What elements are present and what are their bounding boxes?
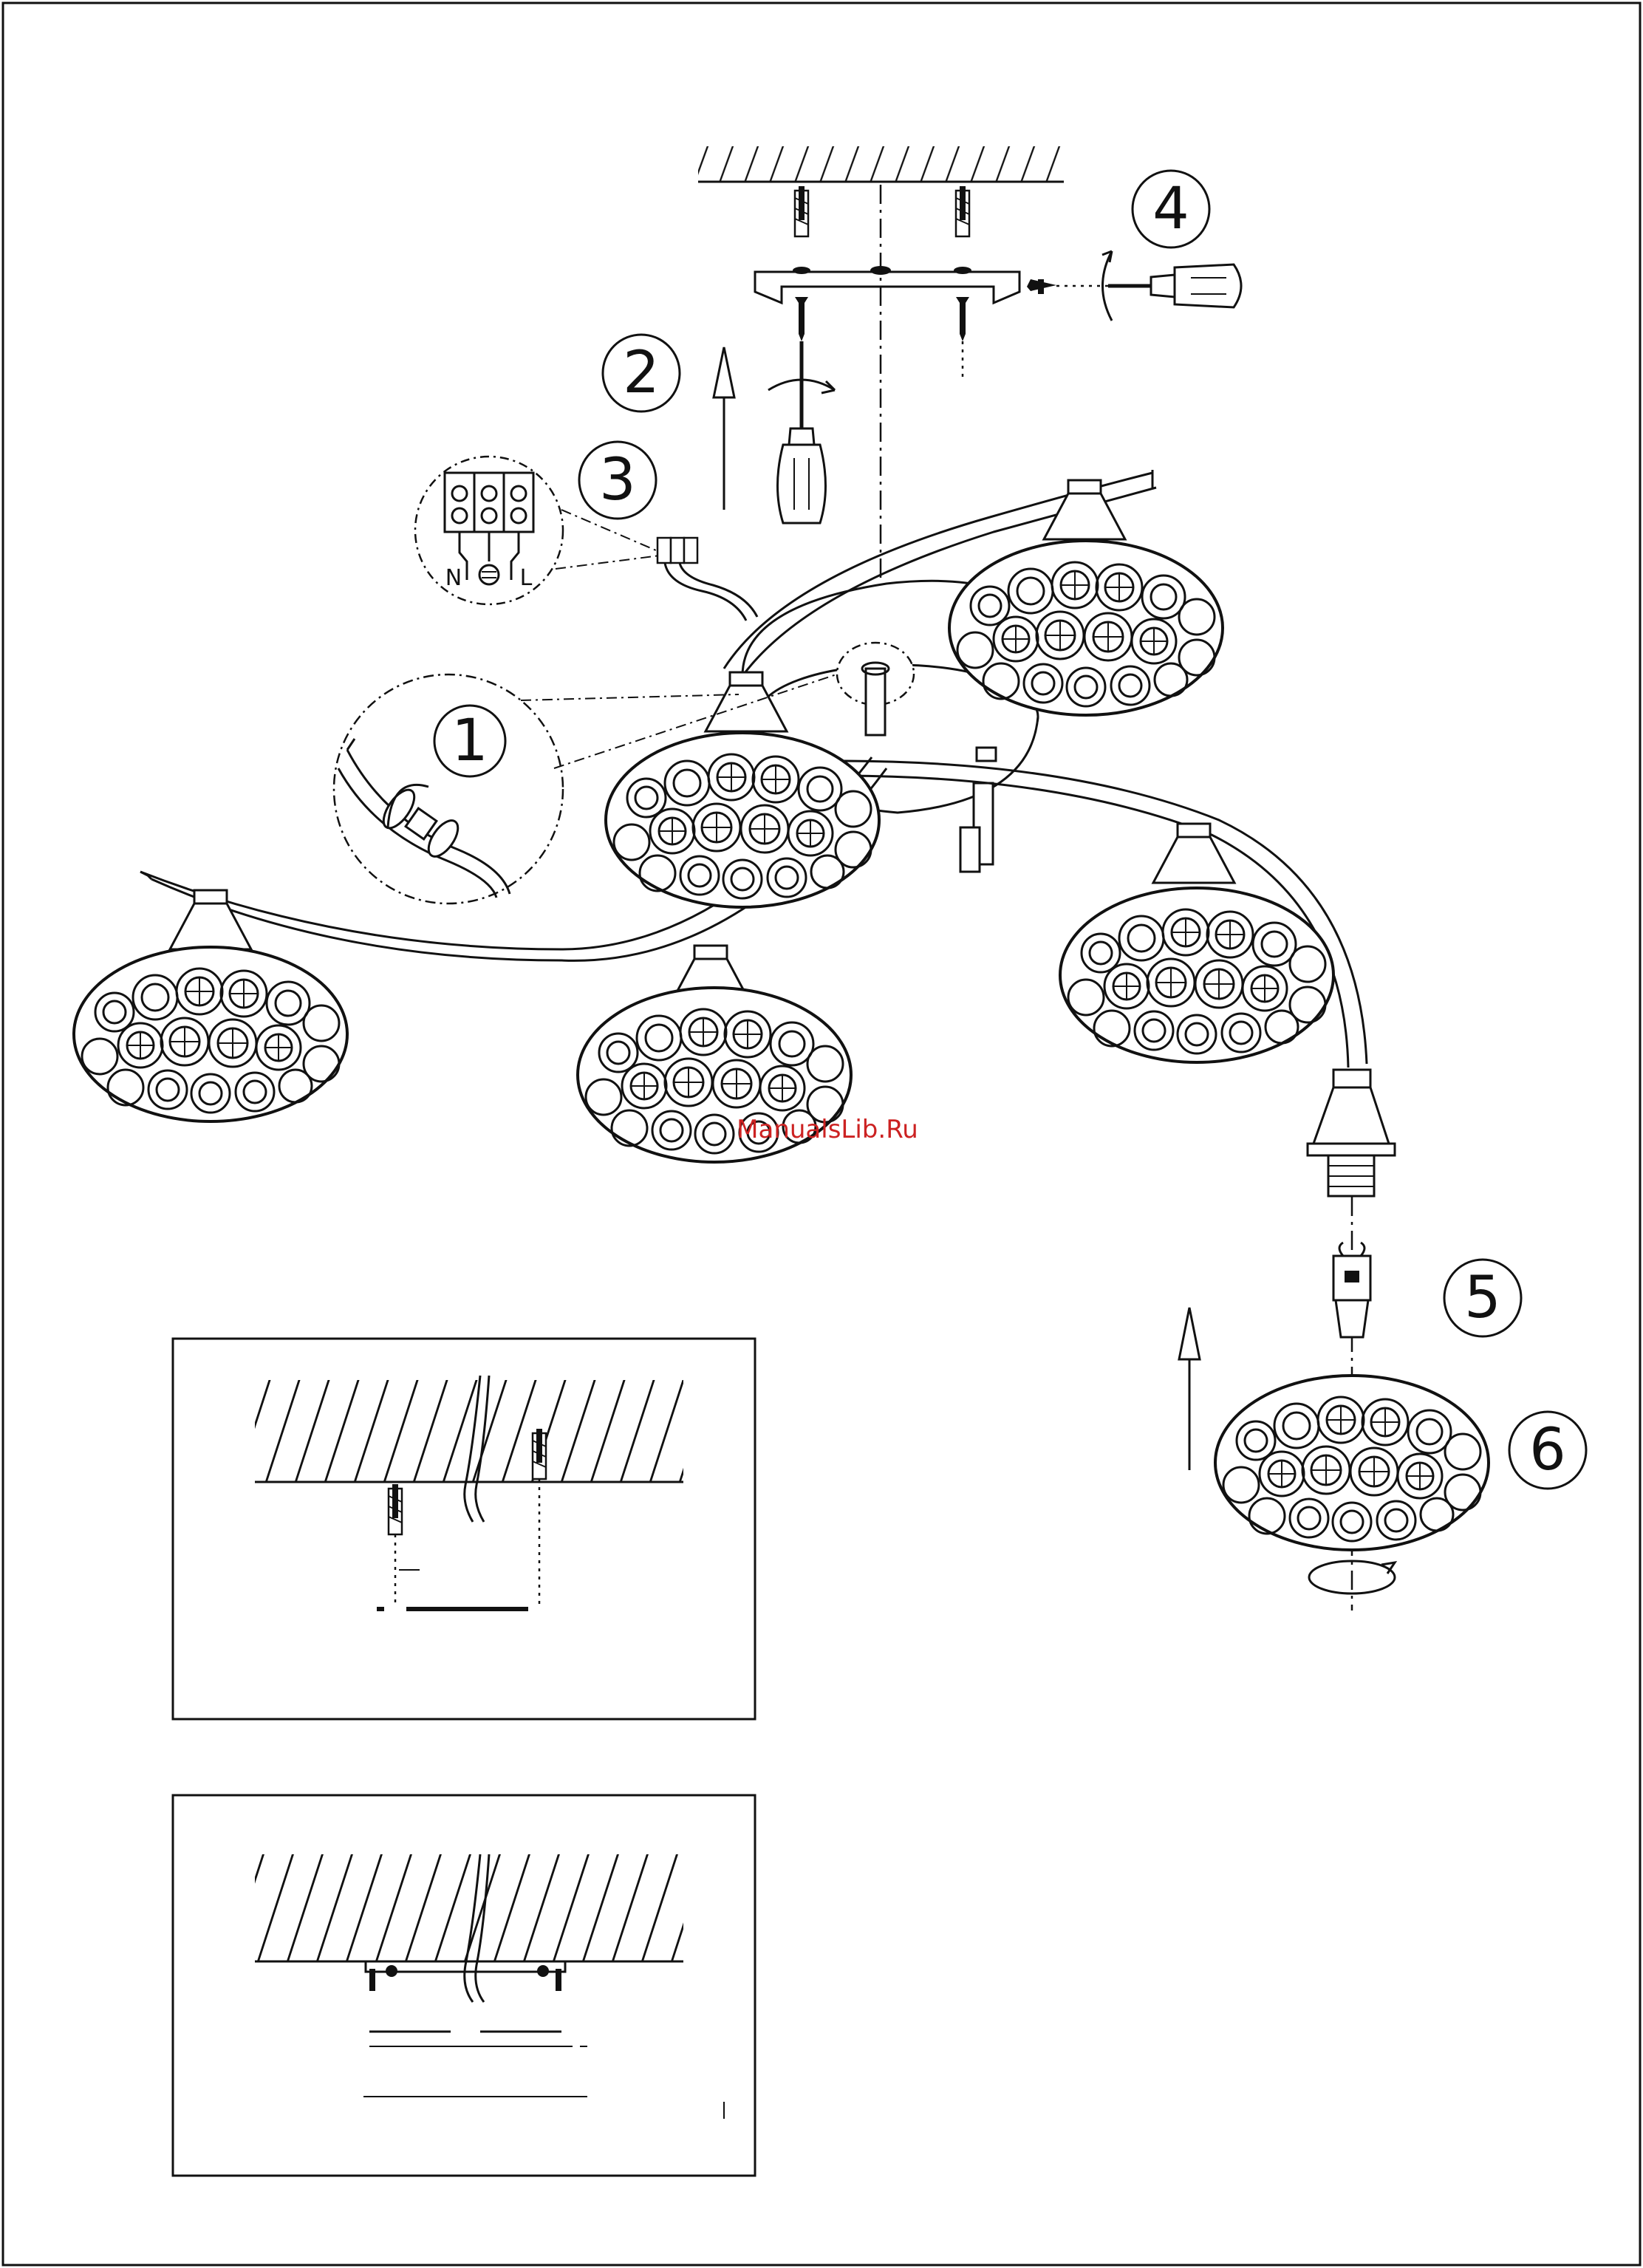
crystal-shade-icon xyxy=(1215,1376,1489,1550)
ceiling-hatch xyxy=(698,146,1064,182)
step-2-number: 2 xyxy=(623,340,660,406)
step-5-number: 5 xyxy=(1464,1265,1501,1331)
fixture-terminal xyxy=(657,538,757,621)
up-arrow-icon xyxy=(714,347,734,510)
step-3-number: 3 xyxy=(599,447,636,513)
crystal-shade-icon xyxy=(1060,824,1333,1062)
step-1-number: 1 xyxy=(451,708,488,774)
mounting-bracket xyxy=(755,266,1019,303)
step-4-badge: 4 xyxy=(1133,171,1209,247)
step-3-group: N L 3 xyxy=(415,442,757,621)
crystal-shade-icon xyxy=(949,480,1223,715)
step-4-number: 4 xyxy=(1152,176,1189,242)
wall-plug-icon xyxy=(795,186,808,236)
up-arrow-icon xyxy=(1179,1308,1200,1470)
terminal-label-neutral: N xyxy=(445,565,462,591)
screw-icon xyxy=(956,297,969,341)
inset-drilling-panel xyxy=(173,1339,755,1719)
step-5-badge: 5 xyxy=(1444,1260,1521,1336)
crystal-shade-icon xyxy=(74,890,347,1121)
inset-mounted-panel xyxy=(173,1795,755,2176)
step-6-number: 6 xyxy=(1529,1417,1566,1483)
step-6-badge: 6 xyxy=(1509,1412,1586,1489)
step-3-badge: 3 xyxy=(579,442,656,519)
cable-detail-circle xyxy=(334,674,563,904)
step-2-group: 2 xyxy=(603,335,835,523)
wall-plug-icon xyxy=(389,1484,402,1534)
step-5-6-group: 5 6 xyxy=(1179,1070,1586,1611)
lamp-socket xyxy=(1308,1070,1395,1196)
g9-bulb-icon xyxy=(1333,1243,1370,1337)
screwdriver-icon xyxy=(778,341,826,523)
step-2-badge: 2 xyxy=(603,335,680,411)
wall-plug-icon xyxy=(956,186,969,236)
ceiling-mount-group: 4 xyxy=(698,146,1241,380)
watermark: ManualsLib.Ru xyxy=(737,1115,918,1144)
screw-icon xyxy=(795,297,808,341)
screwdriver-icon xyxy=(1108,264,1241,307)
wall-plug-icon xyxy=(533,1429,546,1479)
screw-icon xyxy=(1027,279,1056,294)
terminal-label-live: L xyxy=(520,565,533,591)
